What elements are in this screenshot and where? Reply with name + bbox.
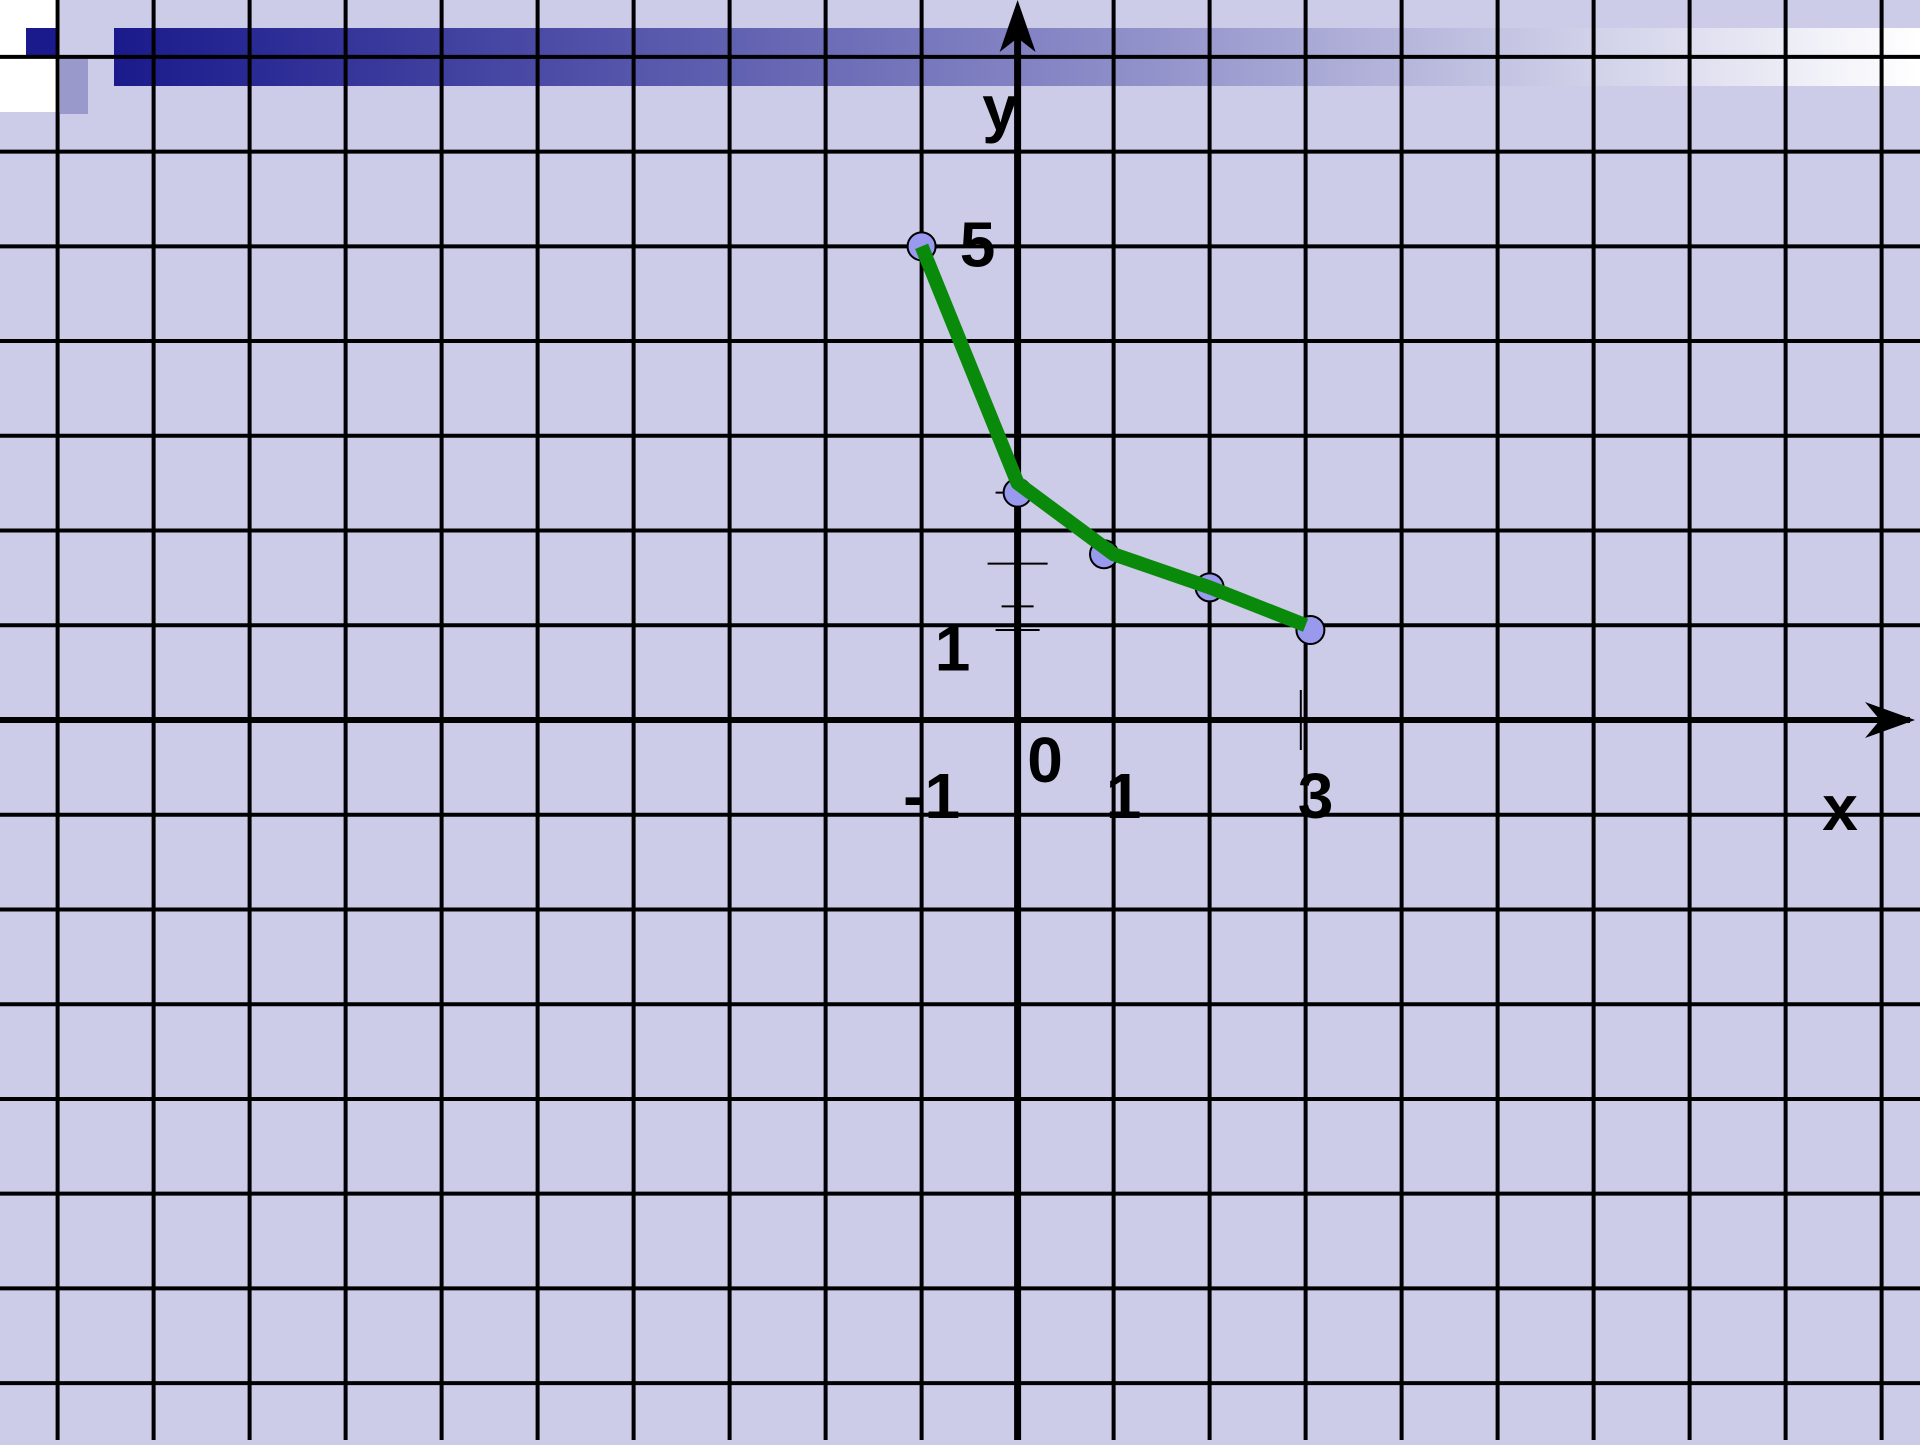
y-axis-arrow	[999, 0, 1036, 52]
x-tick-label: -1	[903, 760, 960, 832]
y-tick-label: 5	[960, 208, 996, 280]
data-markers	[906, 231, 1326, 645]
series-line	[915, 243, 1309, 632]
x-tick-label: 3	[1298, 760, 1334, 832]
banner-step-block	[60, 56, 88, 114]
banner-square	[26, 28, 56, 58]
x-axis-label: x	[1822, 772, 1858, 844]
origin-label: 0	[1027, 724, 1063, 796]
x-tick-label: 1	[1106, 760, 1142, 832]
y-tick-label: 1	[935, 612, 971, 684]
x-axis-arrow	[1865, 702, 1915, 738]
axis-labels: y x 0	[982, 72, 1858, 844]
tick-labels: -1 1 3 1 5	[903, 208, 1333, 832]
curve-layer	[915, 243, 1309, 632]
y-axis-label: y	[982, 72, 1018, 144]
